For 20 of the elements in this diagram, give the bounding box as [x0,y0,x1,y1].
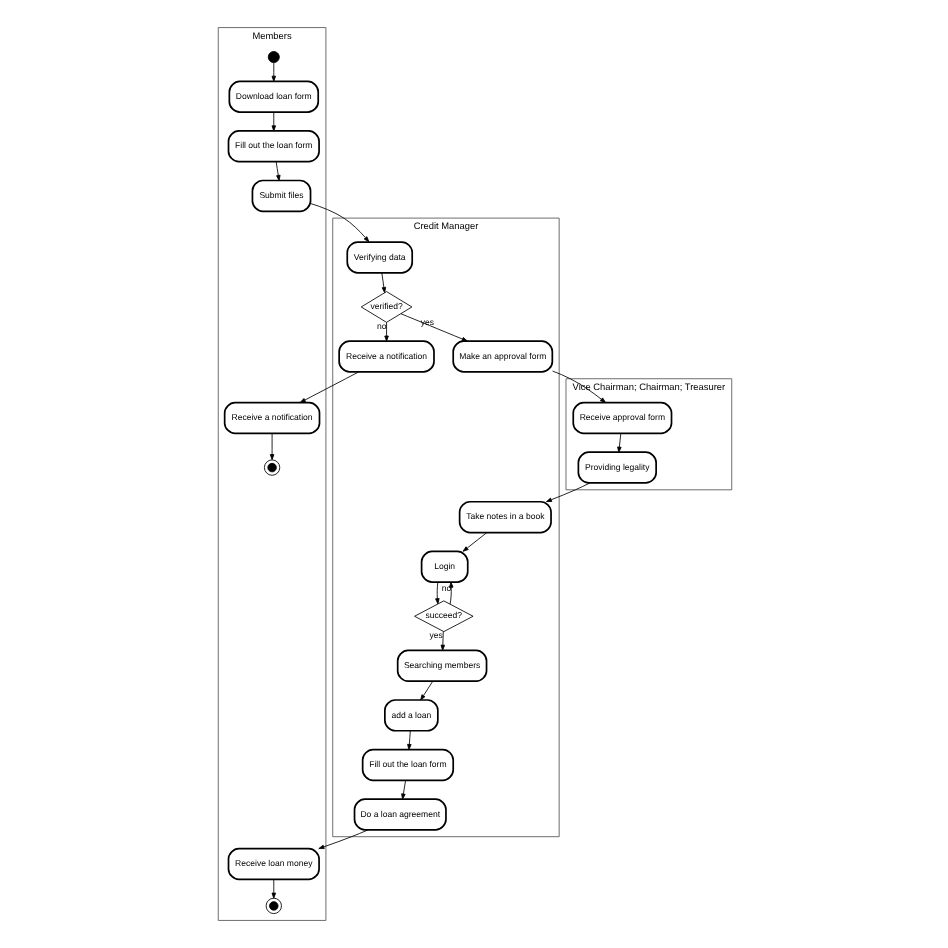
arrow [270,879,275,899]
arrow [406,730,411,750]
arrow [616,433,621,453]
arrow [400,779,405,800]
arrow [270,62,275,82]
arrow [544,482,590,503]
arrow [439,631,445,651]
arrow [399,313,467,342]
arrow [461,532,487,552]
arrow [434,581,439,605]
arrow [309,203,369,243]
arrow [419,680,433,701]
arrow [317,829,368,849]
arrow [268,433,274,461]
arrow [380,272,386,293]
node-circle [266,51,279,64]
arrow [448,581,453,605]
arrow [274,161,280,181]
arrow [298,371,358,403]
arrow [270,111,275,132]
